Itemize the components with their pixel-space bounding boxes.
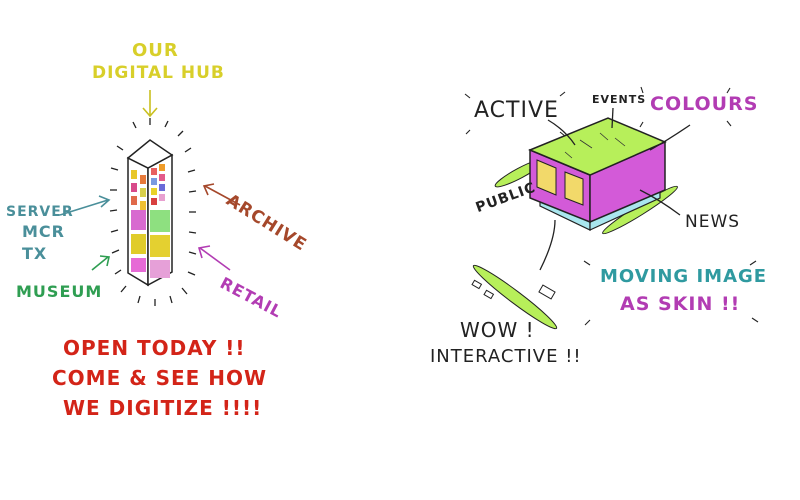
hub-tower-sketch — [59, 90, 241, 306]
tower-arrows — [59, 90, 241, 271]
label-colours: COLOURS — [650, 93, 759, 115]
tagline-line2: COME & SEE HOW — [52, 366, 268, 390]
building-sketch — [464, 86, 759, 330]
cars — [471, 279, 556, 300]
wow-line1: WOW ! — [460, 318, 535, 342]
bubble-dashes — [464, 86, 759, 326]
hub-title-line1: OUR — [132, 40, 179, 61]
building-arrows — [539, 107, 691, 271]
wow-line2: INTERACTIVE !! — [430, 346, 582, 367]
label-news: NEWS — [685, 212, 741, 232]
tagline-line1: OPEN TODAY !! — [63, 336, 246, 360]
label-events: EVENTS — [592, 93, 647, 106]
hub-title-line2: DIGITAL HUB — [92, 63, 225, 83]
tagline-line3: WE DIGITIZE !!!! — [63, 396, 263, 420]
label-museum: MUSEUM — [16, 282, 103, 301]
tower-halo — [109, 118, 197, 306]
label-active: ACTIVE — [474, 98, 559, 123]
label-tx: TX — [22, 244, 48, 263]
label-mcr: MCR — [22, 222, 65, 241]
skin-line1: MOVING IMAGE — [600, 266, 768, 287]
skin-line2: AS SKIN !! — [620, 293, 741, 315]
label-server: SERVER — [6, 204, 74, 220]
